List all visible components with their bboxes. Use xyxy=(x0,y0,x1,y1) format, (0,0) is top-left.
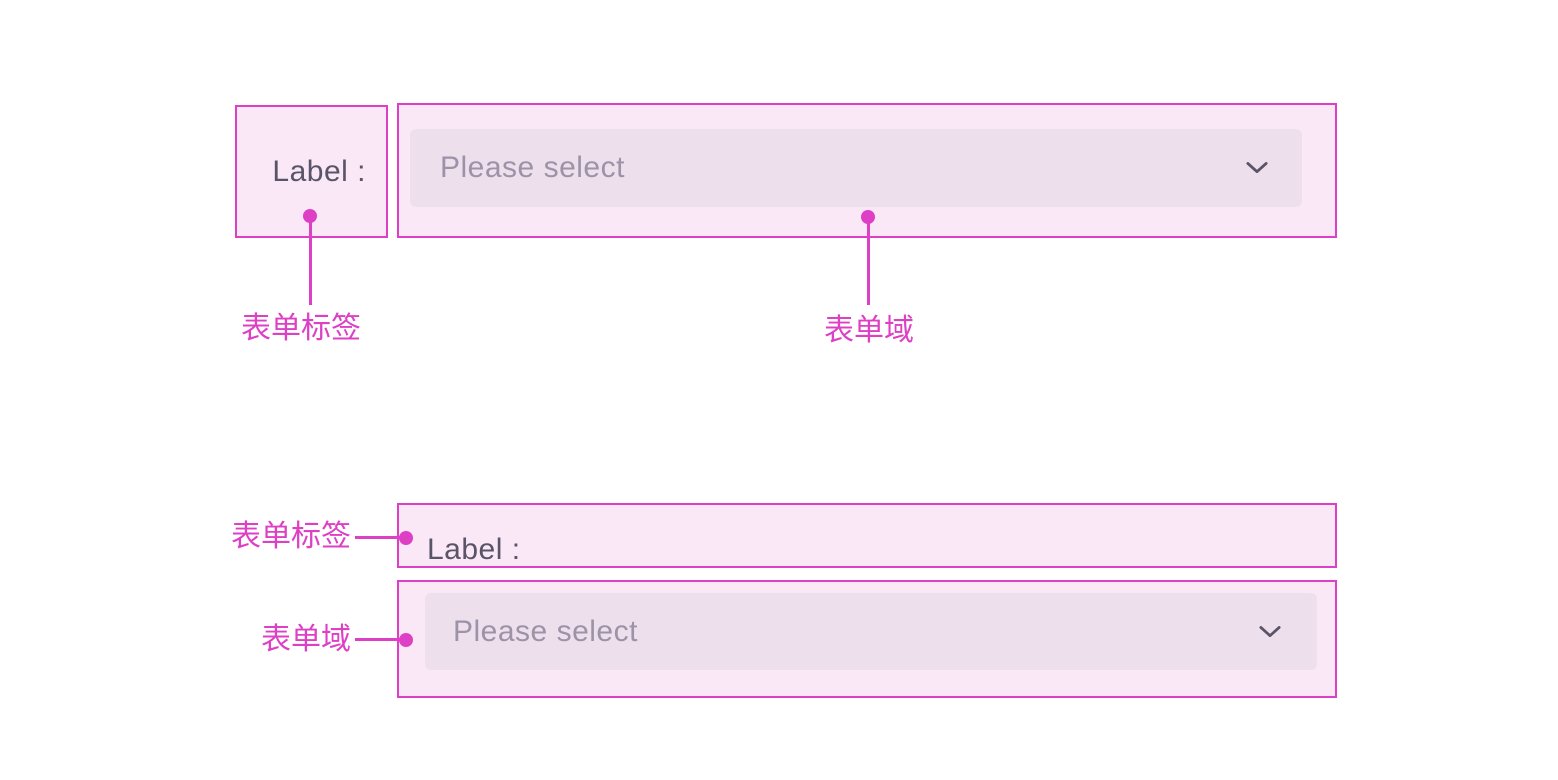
select-placeholder: Please select xyxy=(453,614,638,648)
select-input[interactable]: Please select xyxy=(410,129,1302,207)
annotation-form-field: 表单域 xyxy=(261,623,351,656)
vertical-form-field-box: Please select xyxy=(397,580,1337,698)
callout-anchor-dot xyxy=(861,210,875,224)
callout-connector-line xyxy=(355,638,401,641)
callout-connector-line xyxy=(867,222,870,305)
annotation-form-field: 表单域 xyxy=(824,314,914,347)
form-label: Label : xyxy=(427,533,521,566)
annotation-form-label: 表单标签 xyxy=(241,312,361,345)
callout-anchor-dot xyxy=(399,633,413,647)
callout-anchor-dot xyxy=(303,209,317,223)
callout-connector-line xyxy=(309,221,312,305)
annotation-form-label: 表单标签 xyxy=(231,520,351,553)
callout-anchor-dot xyxy=(399,531,413,545)
form-label: Label : xyxy=(272,154,366,188)
chevron-down-icon xyxy=(1246,162,1268,174)
select-placeholder: Please select xyxy=(440,151,625,184)
chevron-down-icon xyxy=(1259,625,1281,637)
select-input[interactable]: Please select xyxy=(425,593,1317,670)
vertical-form-label-box: Label : xyxy=(397,503,1337,568)
callout-connector-line xyxy=(355,536,401,539)
